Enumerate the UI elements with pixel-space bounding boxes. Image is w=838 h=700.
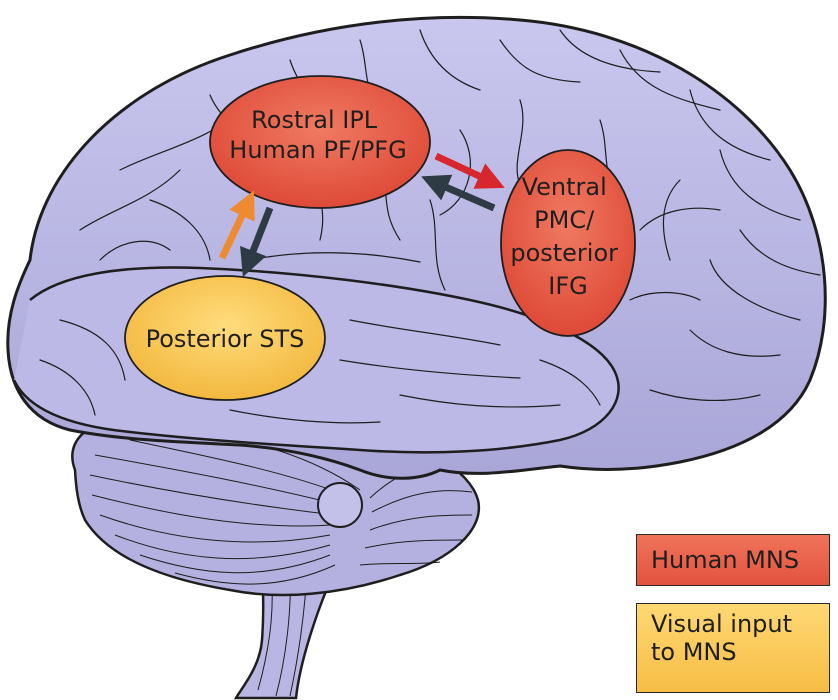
legend-visual-input-line-1: Visual input (651, 610, 793, 638)
legend-visual-input-line-2: to MNS (651, 638, 737, 666)
ventral-pmc-line-1: Ventral (522, 173, 607, 201)
arrow-sts-to-ipl (218, 190, 255, 260)
legend-human-mns-label: Human MNS (651, 546, 800, 574)
rostral-ipl-line-1: Rostral IPL (251, 106, 378, 134)
ventral-pmc-region (500, 149, 636, 337)
posterior-sts-region (124, 275, 326, 401)
rostral-ipl-label: Rostral IPL Human PF/PFG (229, 106, 406, 164)
posterior-sts-label: Posterior STS (146, 325, 305, 353)
posterior-sts-line-1: Posterior STS (146, 325, 305, 353)
ventral-pmc-label: Ventral PMC/ posterior IFG (510, 173, 625, 300)
ventral-pmc-line-2: PMC/ (534, 206, 595, 234)
ventral-pmc-line-4: IFG (548, 272, 587, 300)
ventral-pmc-line-3: posterior (510, 239, 618, 267)
rostral-ipl-region (209, 75, 431, 209)
arrow-ipl-to-sts (240, 206, 274, 278)
legend-visual-input: Visual input to MNS (636, 603, 830, 693)
pons (317, 482, 363, 528)
legend-human-mns: Human MNS (636, 534, 830, 586)
rostral-ipl-line-2: Human PF/PFG (229, 136, 406, 164)
arrow-pmc-to-ipl (421, 174, 496, 212)
arrow-ipl-to-pmc (434, 152, 505, 189)
